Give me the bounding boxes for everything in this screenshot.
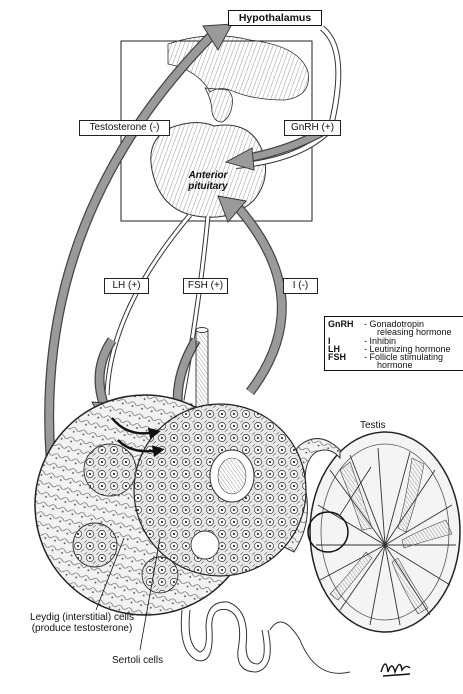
artist-signature xyxy=(381,664,410,676)
leydig-label-line-1: Leydig (interstitial) cells xyxy=(12,612,152,623)
tubule-cross-section xyxy=(35,395,306,615)
testis-label: Testis xyxy=(360,420,386,431)
anterior-pituitary-label: Anterior pituitary xyxy=(168,170,248,192)
tubule-loops xyxy=(181,602,350,673)
legend-abbr-gnrh: GnRH xyxy=(328,320,364,329)
legend-abbr-fsh: FSH xyxy=(328,353,364,362)
anterior-pituitary-line-1: Anterior xyxy=(168,170,248,181)
lh-label: LH (+) xyxy=(104,278,149,294)
fsh-label: FSH (+) xyxy=(183,278,228,294)
inhibin-arrow xyxy=(218,196,282,392)
gnrh-label: GnRH (+) xyxy=(284,120,341,136)
leydig-label: Leydig (interstitial) cells (produce tes… xyxy=(12,612,152,634)
legend-def-fsh-cont: hormone xyxy=(377,361,413,370)
leydig-label-line-2: (produce testosterone) xyxy=(12,623,152,634)
testosterone-label: Testosterone (-) xyxy=(79,120,170,136)
sertoli-label: Sertoli cells xyxy=(112,655,163,666)
anterior-pituitary-line-2: pituitary xyxy=(168,181,248,192)
testis-drawing xyxy=(280,432,460,632)
legend-box: GnRH- Gonadotropin releasing hormone I- … xyxy=(324,316,463,371)
inhibin-label: I (-) xyxy=(283,278,318,294)
hypothalamus-label: Hypothalamus xyxy=(228,10,322,26)
